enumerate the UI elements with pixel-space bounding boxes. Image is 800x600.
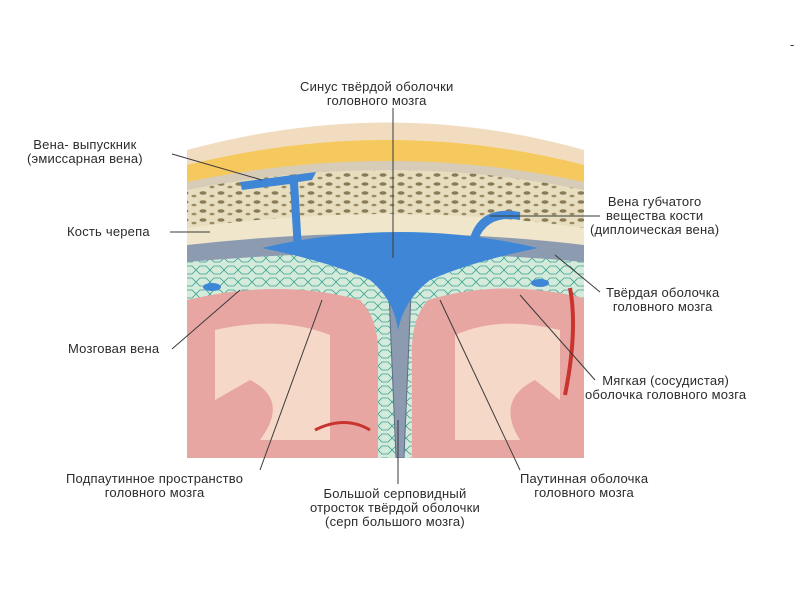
leader-dura <box>554 254 601 293</box>
label-diploic: Вена губчатого вещества кости (диплоичес… <box>590 195 719 237</box>
left-white-matter <box>215 323 330 440</box>
corner-mark: - <box>790 37 795 52</box>
cerebral-vein-left <box>203 283 221 291</box>
diploic-vein-shape <box>470 210 520 240</box>
label-arachnoid: Паутинная оболочка головного мозга <box>520 472 648 500</box>
dural-sinus <box>262 232 538 330</box>
label-falx: Большой серповидный отросток твёрдой обо… <box>310 487 480 529</box>
label-falx-line2: отросток твёрдой оболочки <box>310 500 480 515</box>
label-arachnoid-line2: головного мозга <box>534 485 634 500</box>
label-pia: Мягкая (сосудистая) оболочка головного м… <box>585 374 746 402</box>
label-cerebral-vein-line1: Мозговая вена <box>68 341 160 356</box>
leader-emissary <box>171 153 263 181</box>
label-pia-line1: Мягкая (сосудистая) <box>602 373 730 388</box>
label-emissary: Вена- выпускник (эмиссарная вена) <box>27 138 143 166</box>
label-diploic-line2: вещества кости <box>605 208 704 223</box>
label-arachnoid-line1: Паутинная оболочка <box>520 471 649 486</box>
label-diploic-line1: Вена губчатого <box>607 194 702 209</box>
label-emissary-line2: (эмиссарная вена) <box>27 151 143 166</box>
emissary-vein-shape <box>240 172 316 250</box>
label-pia-line2: оболочка головного мозга <box>585 387 747 402</box>
label-subarachnoid-line1: Подпаутинное пространство <box>66 471 244 486</box>
label-sinus-line2: головного мозга <box>326 93 427 108</box>
label-dura-line1: Твёрдая оболочка <box>606 285 720 300</box>
leader-pia <box>519 294 596 381</box>
cerebral-vein-right <box>531 279 549 287</box>
pia-vessel-right <box>563 287 576 396</box>
label-falx-line3: (серп большого мозга) <box>325 514 465 529</box>
label-cerebral-vein: Мозговая вена <box>68 342 159 356</box>
leader-cerebral-vein <box>171 289 241 350</box>
cross-section <box>187 120 584 458</box>
label-dura-line2: головного мозга <box>612 299 713 314</box>
label-subarachnoid-line2: головного мозга <box>104 485 205 500</box>
leader-subarachnoid <box>259 299 323 471</box>
label-falx-line1: Большой серповидный <box>323 486 467 501</box>
label-sinus: Синус твёрдой оболочки головного мозга <box>300 80 453 108</box>
label-subarachnoid: Подпаутинное пространство головного мозг… <box>66 472 243 500</box>
pia-vessel-left <box>314 421 371 432</box>
label-diploic-line3: (диплоическая вена) <box>590 222 720 237</box>
right-white-matter <box>455 323 560 440</box>
leader-arachnoid <box>439 299 521 471</box>
label-sinus-line1: Синус твёрдой оболочки <box>300 79 454 94</box>
label-skull-line1: Кость черепа <box>67 224 150 239</box>
label-skull: Кость черепа <box>67 225 150 239</box>
label-emissary-line1: Вена- выпускник <box>33 137 137 152</box>
label-dura: Твёрдая оболочка головного мозга <box>606 286 719 314</box>
